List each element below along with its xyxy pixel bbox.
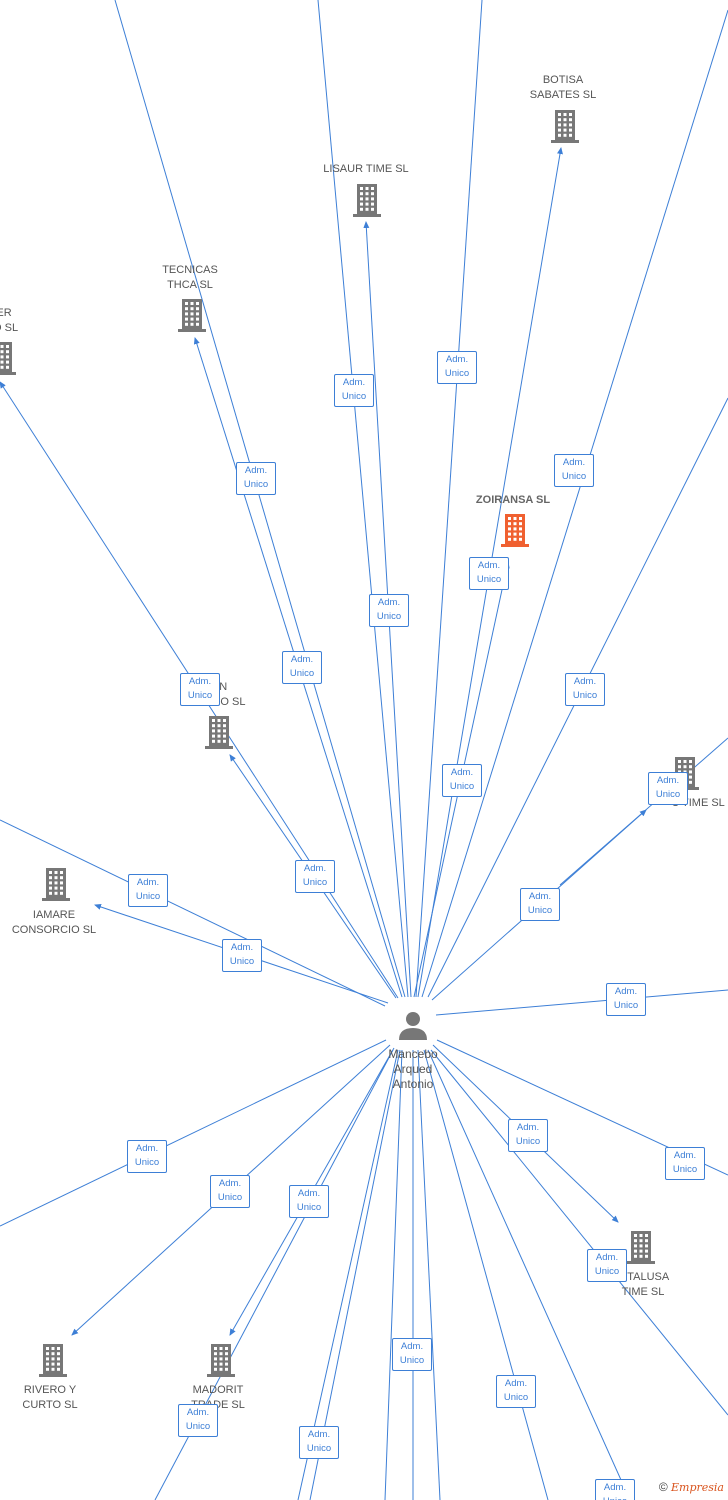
building-icon[interactable] [37,1342,69,1378]
edge-offscreen-top [317,0,409,998]
building-icon[interactable] [351,182,383,218]
center-person-name[interactable]: Mancebo Arqued Antonio [388,1047,438,1091]
edge-label[interactable]: Adm. Unico [222,939,262,972]
company-madorit-label[interactable]: MADORIT TRADE SL [191,1384,245,1411]
edge-label[interactable]: Adm. Unico [210,1175,250,1208]
empresia-logo[interactable]: Empresia [671,1481,724,1494]
edge-label[interactable]: Adm. Unico [289,1185,329,1218]
edge-label[interactable]: Adm. Unico [178,1404,218,1437]
building-icon[interactable] [205,1342,237,1378]
edge-offscreen-bottom-3 [384,1049,403,1500]
building-icon[interactable] [40,866,72,902]
company-tecnicas-label[interactable]: TECNICAS THCA SL [162,264,218,291]
building-icon[interactable] [0,340,18,376]
edge-label[interactable]: Adm. Unico [508,1119,548,1152]
building-icon[interactable] [176,297,208,333]
edge-offscreen-top-2 [415,0,483,998]
edge-label[interactable]: Adm. Unico [648,772,688,805]
edge-label[interactable]: Adm. Unico [565,673,605,706]
edge-label[interactable]: Adm. Unico [392,1338,432,1371]
copyright-notice: © Empresia [659,1480,724,1494]
edge-label[interactable]: Adm. Unico [437,351,477,384]
company-left-partial-label[interactable]: ER IO SL [0,307,19,334]
edge-offscreen-right [435,989,728,1016]
building-icon[interactable] [499,512,531,548]
edge-label[interactable]: Adm. Unico [587,1249,627,1282]
edge-offscreen-bottom-2 [297,1049,399,1500]
person-icon[interactable] [398,1010,428,1042]
building-icon[interactable] [203,714,235,750]
company-rivero-label[interactable]: RIVERO Y CURTO SL [22,1384,78,1411]
edge-label[interactable]: Adm. Unico [469,557,509,590]
edge-offscreen-bottom-8 [309,1049,401,1500]
copyright-symbol: © [658,1480,668,1494]
company-iamare-label[interactable]: IAMARE CONSORCIO SL [11,909,97,936]
edge-label[interactable]: Adm. Unico [369,594,409,627]
edge-label[interactable]: Adm. Unico [236,462,276,495]
edge-label[interactable]: Adm. Unico [496,1375,536,1408]
building-icon[interactable] [625,1229,657,1265]
building-icon[interactable] [549,108,581,144]
edge-label[interactable]: Adm. Unico [334,374,374,407]
edge-offscreen-bottom-right [430,1049,728,1416]
company-lisaur-label[interactable]: LISAUR TIME SL [323,163,409,175]
company-right-partial-label[interactable]: C [723,322,728,337]
edge-label[interactable]: Adm. Unico [554,454,594,487]
edge-label[interactable]: Adm. Unico [295,860,335,893]
edge-label[interactable]: Adm. Unico [127,1140,167,1173]
edge-offscreen-left [0,819,386,1007]
edge-label[interactable]: Adm. Unico [606,983,646,1016]
edge-offscreen-top-left [114,0,406,998]
company-vitalusa-label[interactable]: VITALUSA TIME SL [616,1271,670,1298]
edge-label[interactable]: Adm. Unico [128,874,168,907]
edge-offscreen-bottom-7 [427,1049,631,1500]
company-zoiransa-label[interactable]: ZOIRANSA SL [475,494,551,506]
edge-time-right-2 [559,737,728,886]
edge-label[interactable]: Adm. Unico [282,651,322,684]
edge-label[interactable]: Adm. Unico [665,1147,705,1180]
edge-offscreen-bottom-5 [417,1049,441,1500]
edge-offscreen-top-right [421,9,728,998]
edge-offscreen-lower-left [0,1039,387,1227]
edge-offscreen-bottom-6 [423,1049,549,1500]
edge-label[interactable]: Adm. Unico [299,1426,339,1459]
edge-label[interactable]: Adm. Unico [442,764,482,797]
company-botisa-label[interactable]: BOTISA SABATES SL [529,74,597,101]
edge-label[interactable]: Adm. Unico [520,888,560,921]
edge-label[interactable]: Adm. Unico [180,673,220,706]
edge-label[interactable]: Adm. Unico [595,1479,635,1500]
